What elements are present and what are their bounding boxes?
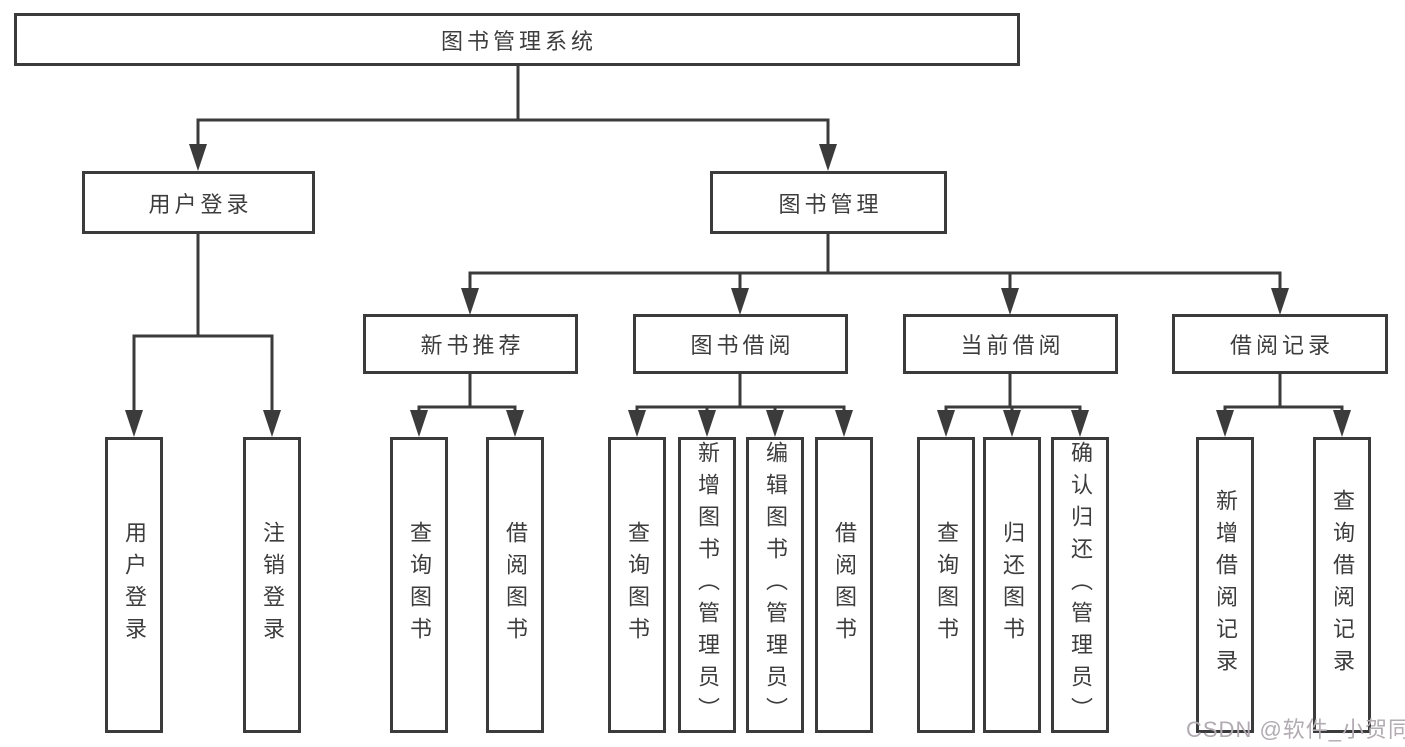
- leaf-user-login: 用户登录: [105, 437, 163, 733]
- node-current-borrow: 当前借阅: [903, 314, 1118, 374]
- leaf-add-borrow-record-label: 新增借阅记录: [1213, 489, 1238, 681]
- leaf-borrow-books-recommend: 借阅图书: [486, 437, 544, 733]
- csdn-watermark: CSDN @软件_小贺同学: [1186, 717, 1405, 742]
- leaf-add-borrow-record: 新增借阅记录: [1196, 437, 1254, 733]
- arrowhead-icon: [835, 410, 853, 437]
- leaf-edit-books-admin-label: 编辑图书（管理员）: [763, 441, 788, 729]
- leaf-return-books: 归还图书: [983, 437, 1041, 733]
- node-book-management: 图书管理: [710, 171, 947, 234]
- node-root-label: 图书管理系统: [440, 28, 597, 54]
- node-borrow-record: 借阅记录: [1172, 314, 1388, 374]
- arrowhead-icon: [937, 410, 955, 437]
- arrowhead-icon: [766, 410, 784, 437]
- leaf-query-books-recommend-label: 查询图书: [407, 521, 432, 649]
- leaf-query-borrow-record-label: 查询借阅记录: [1330, 489, 1355, 681]
- leaf-logout: 注销登录: [243, 437, 301, 733]
- node-book-borrow-label: 图书借阅: [690, 333, 795, 358]
- arrowhead-icon: [410, 410, 428, 437]
- arrowhead-icon: [125, 410, 143, 437]
- node-root: 图书管理系统: [14, 13, 1020, 66]
- arrowhead-icon: [731, 288, 749, 315]
- leaf-borrow-books-recommend-label: 借阅图书: [503, 521, 528, 649]
- node-book-borrow: 图书借阅: [633, 314, 848, 374]
- leaf-edit-books-admin: 编辑图书（管理员）: [746, 437, 804, 733]
- arrowhead-icon: [1216, 410, 1234, 437]
- arrowhead-icon: [1003, 410, 1021, 437]
- arrowhead-icon: [506, 410, 524, 437]
- arrowhead-icon: [819, 144, 837, 171]
- leaf-return-books-label: 归还图书: [1000, 521, 1025, 649]
- arrowhead-icon: [263, 410, 281, 437]
- leaf-confirm-return-admin: 确认归还（管理员）: [1051, 437, 1109, 733]
- leaf-query-books-current: 查询图书: [917, 437, 975, 733]
- leaf-add-books-admin-label: 新增图书（管理员）: [695, 441, 720, 729]
- node-user-login: 用户登录: [82, 171, 315, 234]
- arrowhead-icon: [1001, 288, 1019, 315]
- leaf-query-books-recommend: 查询图书: [390, 437, 448, 733]
- node-user-login-label: 用户登录: [148, 191, 253, 217]
- node-current-borrow-label: 当前借阅: [960, 333, 1065, 358]
- leaf-query-books-borrow-label: 查询图书: [625, 521, 650, 649]
- node-borrow-record-label: 借阅记录: [1229, 333, 1334, 358]
- node-new-book-recommend: 新书推荐: [363, 314, 578, 374]
- node-new-book-recommend-label: 新书推荐: [420, 333, 525, 358]
- leaf-query-books-current-label: 查询图书: [934, 521, 959, 649]
- leaf-logout-label: 注销登录: [260, 521, 285, 649]
- arrowhead-icon: [1271, 288, 1289, 315]
- leaf-user-login-label: 用户登录: [122, 521, 147, 649]
- node-book-management-label: 图书管理: [778, 191, 883, 217]
- arrowheads: [125, 144, 1351, 437]
- arrowhead-icon: [698, 410, 716, 437]
- arrowhead-icon: [461, 288, 479, 315]
- arrowhead-icon: [1071, 410, 1089, 437]
- arrowhead-icon: [189, 144, 207, 171]
- leaf-query-books-borrow: 查询图书: [608, 437, 666, 733]
- leaf-add-books-admin: 新增图书（管理员）: [678, 437, 736, 733]
- leaf-borrow-books-label: 借阅图书: [832, 521, 857, 649]
- leaf-confirm-return-admin-label: 确认归还（管理员）: [1068, 441, 1093, 729]
- arrowhead-icon: [1333, 410, 1351, 437]
- leaf-borrow-books: 借阅图书: [815, 437, 873, 733]
- leaf-query-borrow-record: 查询借阅记录: [1313, 437, 1371, 733]
- arrowhead-icon: [628, 410, 646, 437]
